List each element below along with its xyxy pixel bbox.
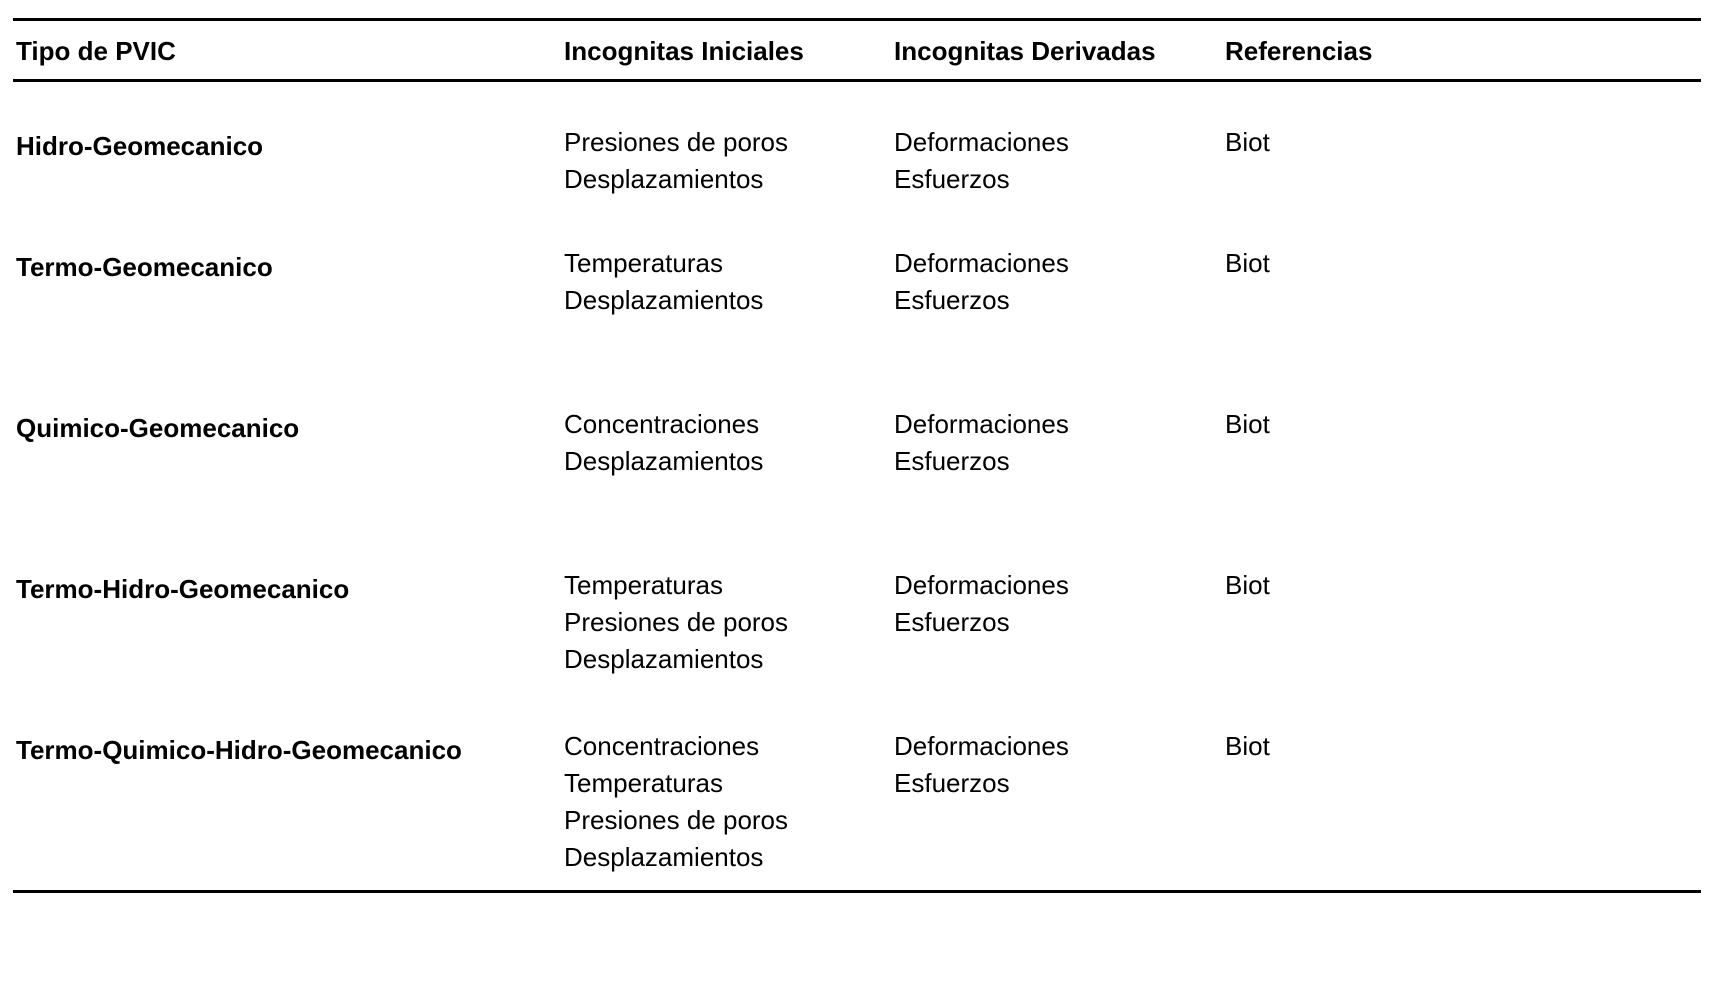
cell-line: Deformaciones bbox=[894, 409, 1069, 439]
cell-line: Presiones de poros bbox=[564, 607, 789, 637]
row-incognitas-derivadas: Deformaciones Esfuerzos bbox=[894, 245, 1069, 319]
cell-line: Concentraciones bbox=[564, 409, 760, 439]
cell-line: Desplazamientos bbox=[564, 446, 764, 476]
row-incognitas-iniciales: Presiones de poros Desplazamientos bbox=[564, 124, 788, 198]
table-top-rule bbox=[13, 18, 1701, 21]
row-referencias: Biot bbox=[1225, 409, 1270, 439]
row-incognitas-iniciales: Concentraciones Desplazamientos bbox=[564, 406, 763, 480]
row-incognitas-iniciales: Temperaturas Presiones de poros Desplaza… bbox=[564, 567, 788, 678]
row-incognitas-derivadas: Deformaciones Esfuerzos bbox=[894, 567, 1069, 641]
cell-line: Presiones de poros bbox=[564, 127, 789, 157]
cell-line: Temperaturas bbox=[564, 248, 723, 278]
cell-line: Concentraciones bbox=[564, 731, 760, 761]
cell-line: Desplazamientos bbox=[564, 842, 764, 872]
row-referencias: Biot bbox=[1225, 127, 1270, 157]
cell-line: Deformaciones bbox=[894, 570, 1069, 600]
cell-line: Esfuerzos bbox=[894, 446, 1010, 476]
row-incognitas-derivadas: Deformaciones Esfuerzos bbox=[894, 124, 1069, 198]
cell-line: Desplazamientos bbox=[564, 644, 764, 674]
row-tipo: Quimico-Geomecanico bbox=[16, 413, 300, 443]
row-incognitas-iniciales: Temperaturas Desplazamientos bbox=[564, 245, 763, 319]
table-header-rule bbox=[13, 79, 1701, 82]
row-incognitas-derivadas: Deformaciones Esfuerzos bbox=[894, 406, 1069, 480]
row-tipo: Termo-Hidro-Geomecanico bbox=[16, 574, 350, 604]
row-referencias: Biot bbox=[1225, 731, 1270, 761]
cell-line: Deformaciones bbox=[894, 248, 1069, 278]
cell-line: Esfuerzos bbox=[894, 607, 1010, 637]
row-referencias: Biot bbox=[1225, 248, 1270, 278]
header-referencias: Referencias bbox=[1225, 36, 1373, 66]
cell-line: Deformaciones bbox=[894, 731, 1069, 761]
table-bottom-rule bbox=[13, 890, 1701, 893]
cell-line: Desplazamientos bbox=[564, 164, 764, 194]
cell-line: Deformaciones bbox=[894, 127, 1069, 157]
cell-line: Desplazamientos bbox=[564, 285, 764, 315]
header-incognitas-derivadas: Incognitas Derivadas bbox=[894, 36, 1156, 66]
row-tipo: Hidro-Geomecanico bbox=[16, 131, 264, 161]
cell-line: Temperaturas bbox=[564, 768, 723, 798]
cell-line: Esfuerzos bbox=[894, 164, 1010, 194]
cell-line: Temperaturas bbox=[564, 570, 723, 600]
row-incognitas-iniciales: Concentraciones Temperaturas Presiones d… bbox=[564, 728, 788, 876]
cell-line: Esfuerzos bbox=[894, 285, 1010, 315]
header-tipo: Tipo de PVIC bbox=[16, 36, 176, 66]
row-tipo: Termo-Quimico-Hidro-Geomecanico bbox=[16, 735, 462, 765]
row-tipo: Termo-Geomecanico bbox=[16, 252, 273, 282]
cell-line: Esfuerzos bbox=[894, 768, 1010, 798]
cell-line: Presiones de poros bbox=[564, 805, 789, 835]
header-incognitas-iniciales: Incognitas Iniciales bbox=[564, 36, 804, 66]
row-incognitas-derivadas: Deformaciones Esfuerzos bbox=[894, 728, 1069, 802]
row-referencias: Biot bbox=[1225, 570, 1270, 600]
